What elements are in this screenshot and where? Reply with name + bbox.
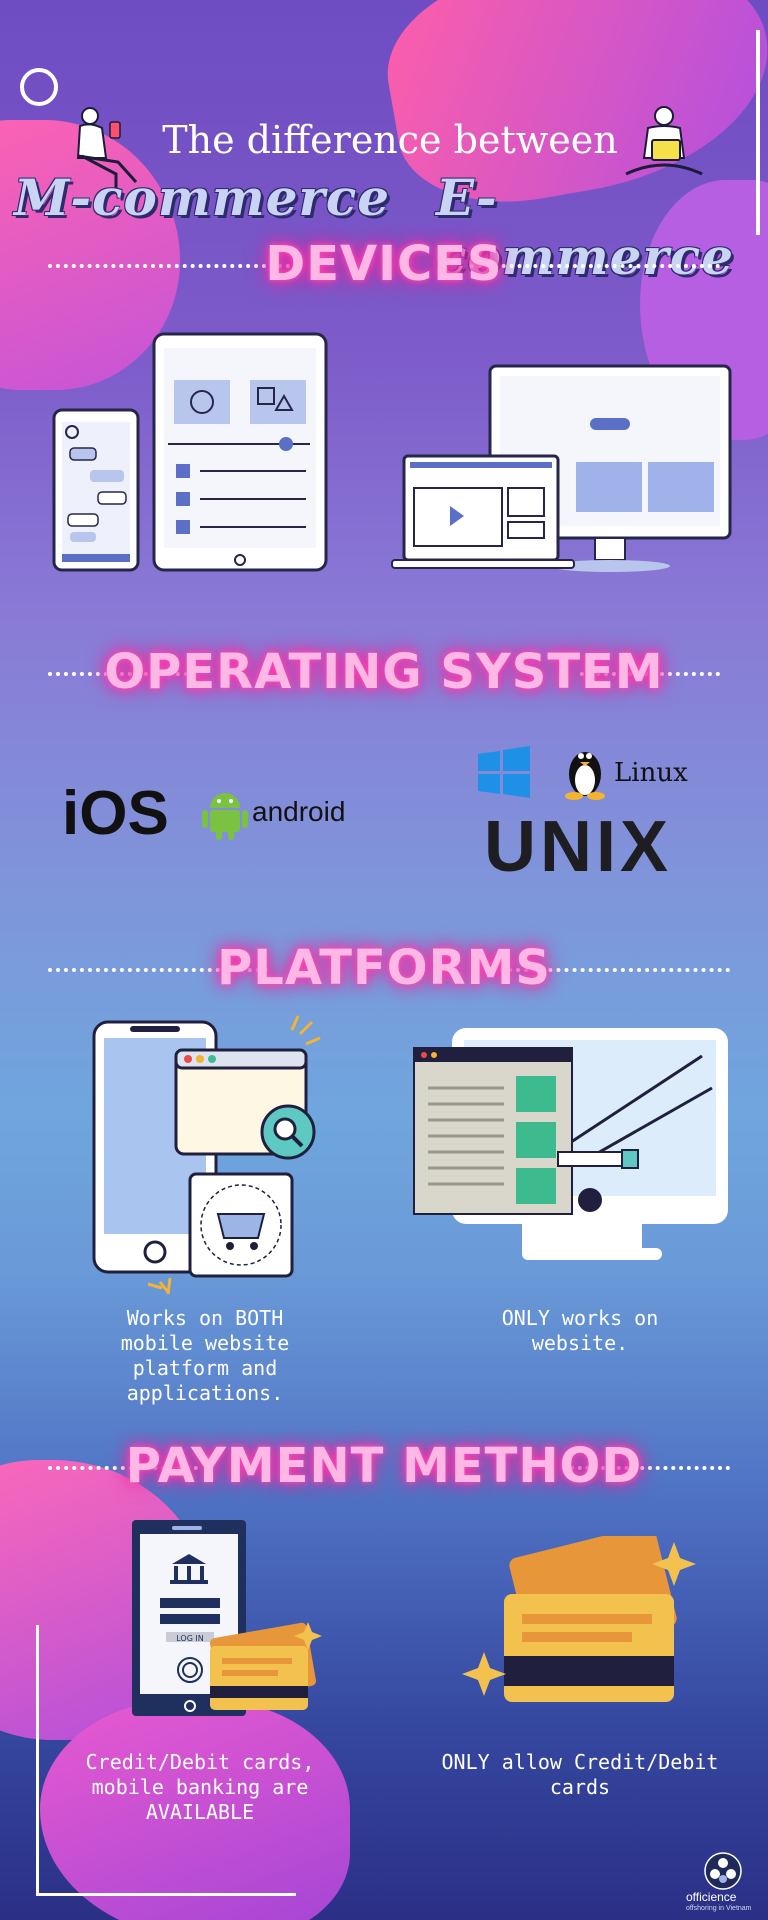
footer-brand: officience [686,1890,737,1904]
platforms-divider-right [500,968,730,972]
section-title-platforms: PLATFORMS [217,940,551,996]
mobile-banking-illustration: LOG IN [132,1520,322,1716]
android-robot-icon [202,793,248,840]
laptop-desktop-illustration [391,364,732,572]
payment-web-caption: ONLY allow Credit/Debit cards [441,1750,719,1799]
devices-divider-right [470,264,720,268]
pink-blob-bottom [40,1700,350,1920]
frame-line-left [36,1625,39,1895]
linux-logo-text: Linux [614,758,688,788]
frame-line-bottom [36,1893,296,1896]
section-title-devices: DEVICES [265,236,503,292]
officience-logo-icon [704,1852,742,1890]
os-divider-left [48,672,188,676]
payment-divider-left [48,1466,198,1470]
os-divider-right [580,672,720,676]
page-title: The difference between [162,118,618,162]
devices-divider-left [48,264,298,268]
footer-tagline: offshoring in Vietnam [686,1905,752,1912]
frame-line-right [756,30,760,235]
credit-card-illustration [462,1536,696,1702]
section-title-payment: PAYMENT METHOD [125,1438,643,1494]
ios-logo: iOS [62,779,169,848]
m-commerce-label: M-commerce [14,168,391,227]
windows-logo-icon [478,746,530,798]
section-title-os: OPERATING SYSTEM [104,644,664,700]
tux-penguin-icon [565,752,605,800]
login-button-label: LOG IN [176,1634,204,1643]
payment-divider-right [570,1466,730,1470]
platforms-mobile-caption: Works on BOTH mobile website platform an… [120,1306,290,1405]
android-logo-text: android [252,796,346,827]
web-platform-illustration [413,1028,728,1260]
mobile-platform-illustration [92,1015,321,1295]
circle-decor [20,68,58,106]
phone-tablet-illustration [52,332,328,572]
platforms-divider-left [48,968,268,972]
person-with-laptop-illustration [625,106,703,176]
person-with-phone-illustration [76,107,138,190]
e-commerce-label: E-commerce [436,168,735,286]
unix-logo: UNIX [484,807,673,887]
payment-mobile-caption: Credit/Debit cards, mobile banking are A… [85,1750,315,1824]
platforms-web-caption: ONLY works on website. [501,1306,659,1355]
